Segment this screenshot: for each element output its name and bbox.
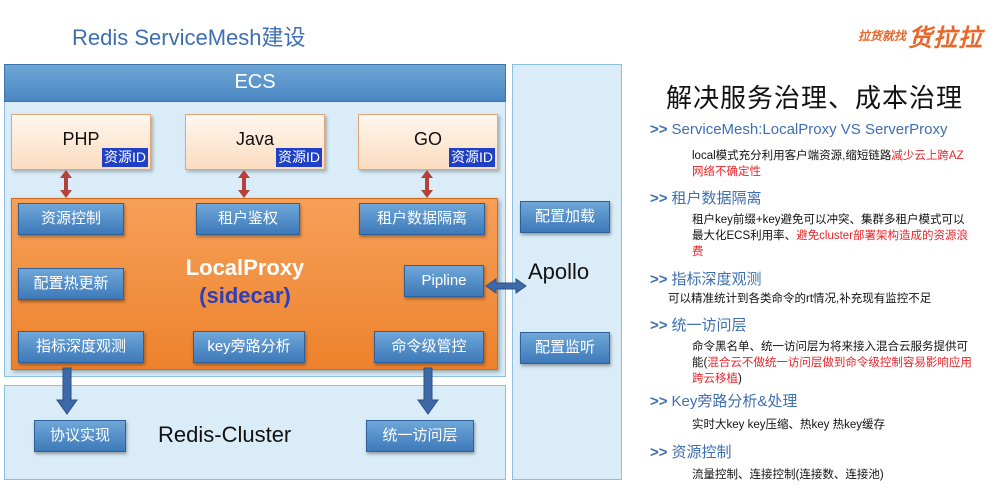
section-title-metrics: >>指标深度观测 — [650, 268, 762, 289]
section-title-text: 统一访问层 — [671, 317, 747, 334]
client-name: Java — [235, 129, 275, 149]
section-body-servicemesh: local模式充分利用客户端资源,缩短链路减少云上跨AZ网络不确定性 — [692, 148, 968, 180]
section-body-metrics: 可以精准统计到各类命令的rt情况,补充现有监控不足 — [668, 293, 932, 305]
section-marker: >> — [650, 190, 668, 207]
proxy-redis-arrow-right — [417, 367, 439, 415]
section-marker: >> — [650, 317, 668, 334]
resource-id-badge: 资源ID — [449, 148, 495, 167]
proxy-redis-arrow-left — [56, 367, 78, 415]
feature-metrics: 指标深度观测 — [18, 331, 144, 363]
java-proxy-arrow — [238, 170, 250, 198]
logo-brand: 货拉拉 — [908, 25, 983, 52]
localproxy-subtitle: (sidecar) — [199, 283, 291, 308]
section-title-text: 租户数据隔离 — [671, 190, 762, 207]
section-body-tenant-isolation: 租户key前缀+key避免可以冲突、集群多租户模式可以最大化ECS利用率、避免c… — [692, 212, 974, 260]
feature-pipeline: Pipline — [404, 265, 484, 297]
client-name: PHP — [62, 129, 100, 149]
section-body-highlight: 避免cluster部署架构造成的资源浪费 — [692, 230, 969, 258]
page-title: Redis ServiceMesh建设 — [72, 25, 306, 50]
section-title-resource-control: >>资源控制 — [650, 441, 732, 462]
ecs-label: ECS — [234, 71, 276, 93]
section-body-tail: ) — [738, 373, 742, 385]
feature-key-bypass: key旁路分析 — [193, 331, 305, 363]
section-title-text: 资源控制 — [671, 444, 732, 461]
redis-cluster-label: Redis-Cluster — [158, 422, 292, 447]
feature-command-control: 命令级管控 — [374, 331, 484, 363]
apollo-panel — [512, 64, 622, 480]
apollo-config-load: 配置加载 — [520, 201, 610, 233]
section-title-key-bypass: >>Key旁路分析&处理 — [650, 390, 797, 411]
section-body-highlight: 减少云上跨AZ网络不确定性 — [692, 150, 964, 178]
section-marker: >> — [650, 271, 668, 288]
resource-id-badge: 资源ID — [102, 148, 148, 167]
feature-resource-control: 资源控制 — [18, 203, 124, 235]
section-title-servicemesh: >>ServiceMesh:LocalProxy VS ServerProxy — [650, 121, 947, 138]
go-proxy-arrow — [421, 170, 433, 198]
huolala-logo: 拉货就找 货拉拉 — [858, 18, 990, 52]
logo-slogan: 拉货就找 — [858, 29, 907, 43]
client-java-box: Java 资源ID — [185, 114, 325, 170]
section-body-highlight: 混合云不做统一访问层做到命令级控制容易影响应用跨云移植 — [692, 357, 972, 385]
section-title-text: ServiceMesh:LocalProxy VS ServerProxy — [671, 121, 948, 138]
section-title-text: 指标深度观测 — [671, 271, 762, 288]
feature-tenant-auth: 租户鉴权 — [196, 203, 300, 235]
section-body-resource-control: 流量控制、连接控制(连接数、连接池) — [692, 469, 884, 481]
localproxy-title: LocalProxy — [185, 255, 305, 280]
right-heading: 解决服务治理、成本治理 — [666, 83, 964, 113]
ecs-header-bar — [4, 64, 506, 102]
section-body-text: local模式充分利用客户端资源,缩短链路 — [692, 150, 892, 162]
section-marker: >> — [650, 121, 668, 138]
section-marker: >> — [650, 444, 668, 461]
section-title-tenant-isolation: >>租户数据隔离 — [650, 187, 762, 208]
feature-config-hot-update: 配置热更新 — [18, 268, 124, 300]
section-body-unified-access: 命令黑名单、统一访问层为将来接入混合云服务提供可能(混合云不做统一访问层做到命令… — [692, 339, 974, 387]
section-body-text: 命令黑名单、统一访问层为将来接入混合云服务提供可能( — [692, 341, 968, 369]
section-title-unified-access: >>统一访问层 — [650, 314, 747, 335]
pipeline-apollo-arrow — [485, 278, 527, 294]
apollo-config-monitor: 配置监听 — [520, 332, 610, 364]
client-php-box: PHP 资源ID — [11, 114, 151, 170]
php-proxy-arrow — [60, 170, 72, 198]
redis-unified-access: 统一访问层 — [366, 420, 474, 452]
section-title-text: Key旁路分析&处理 — [671, 393, 798, 410]
redis-protocol: 协议实现 — [34, 420, 126, 452]
resource-id-badge: 资源ID — [276, 148, 322, 167]
client-name: GO — [413, 129, 442, 149]
section-body-text: 租户key前缀+key避免可以冲突、集群多租户模式可以最大化ECS利用率、 — [692, 214, 965, 242]
apollo-label: Apollo — [528, 259, 590, 284]
section-body-key-bypass: 实时大key key压缩、热key 热key缓存 — [692, 419, 885, 431]
feature-tenant-isolation: 租户数据隔离 — [359, 203, 485, 235]
client-go-box: GO 资源ID — [358, 114, 498, 170]
section-marker: >> — [650, 393, 668, 410]
